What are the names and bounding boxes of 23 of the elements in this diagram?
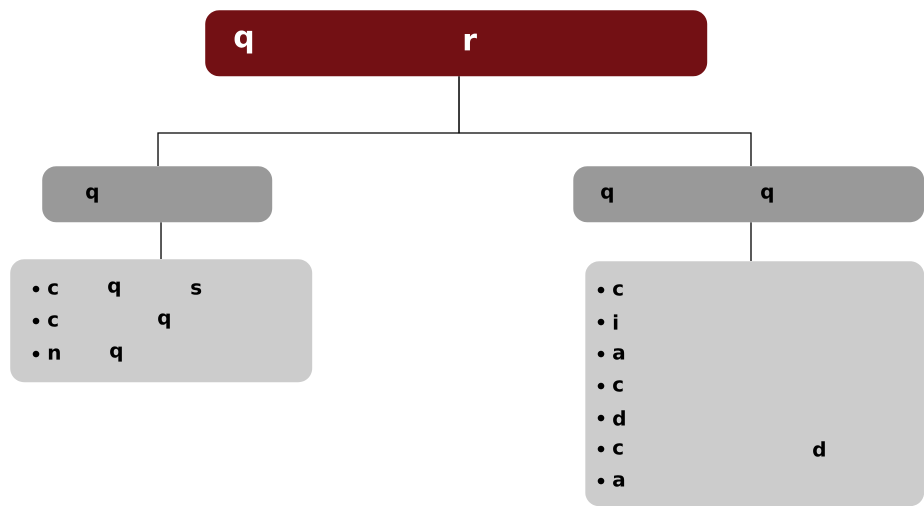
list-text: d bbox=[613, 410, 625, 426]
heading-text: r bbox=[464, 34, 477, 50]
list-text: a bbox=[613, 348, 624, 360]
list-text: q bbox=[110, 346, 122, 362]
list-text: c bbox=[613, 380, 623, 392]
heading-text: q bbox=[601, 187, 613, 203]
list-text: s bbox=[191, 283, 202, 295]
heading-text: q bbox=[761, 187, 773, 203]
list-text: d bbox=[813, 441, 825, 457]
list-text: q bbox=[158, 313, 170, 329]
list-text: c bbox=[48, 315, 58, 327]
connector-line bbox=[458, 76, 752, 166]
list-text: q bbox=[108, 281, 120, 297]
list-text: c bbox=[613, 443, 623, 455]
list-text: a bbox=[613, 475, 624, 487]
list-text: n bbox=[48, 348, 60, 360]
connector-line bbox=[750, 222, 752, 261]
heading-text: q bbox=[86, 187, 98, 203]
list-text: c bbox=[48, 283, 58, 295]
list-text: i bbox=[614, 314, 618, 330]
heading-text: q bbox=[234, 30, 252, 54]
connector-line bbox=[160, 222, 162, 259]
list-text: c bbox=[613, 284, 623, 296]
